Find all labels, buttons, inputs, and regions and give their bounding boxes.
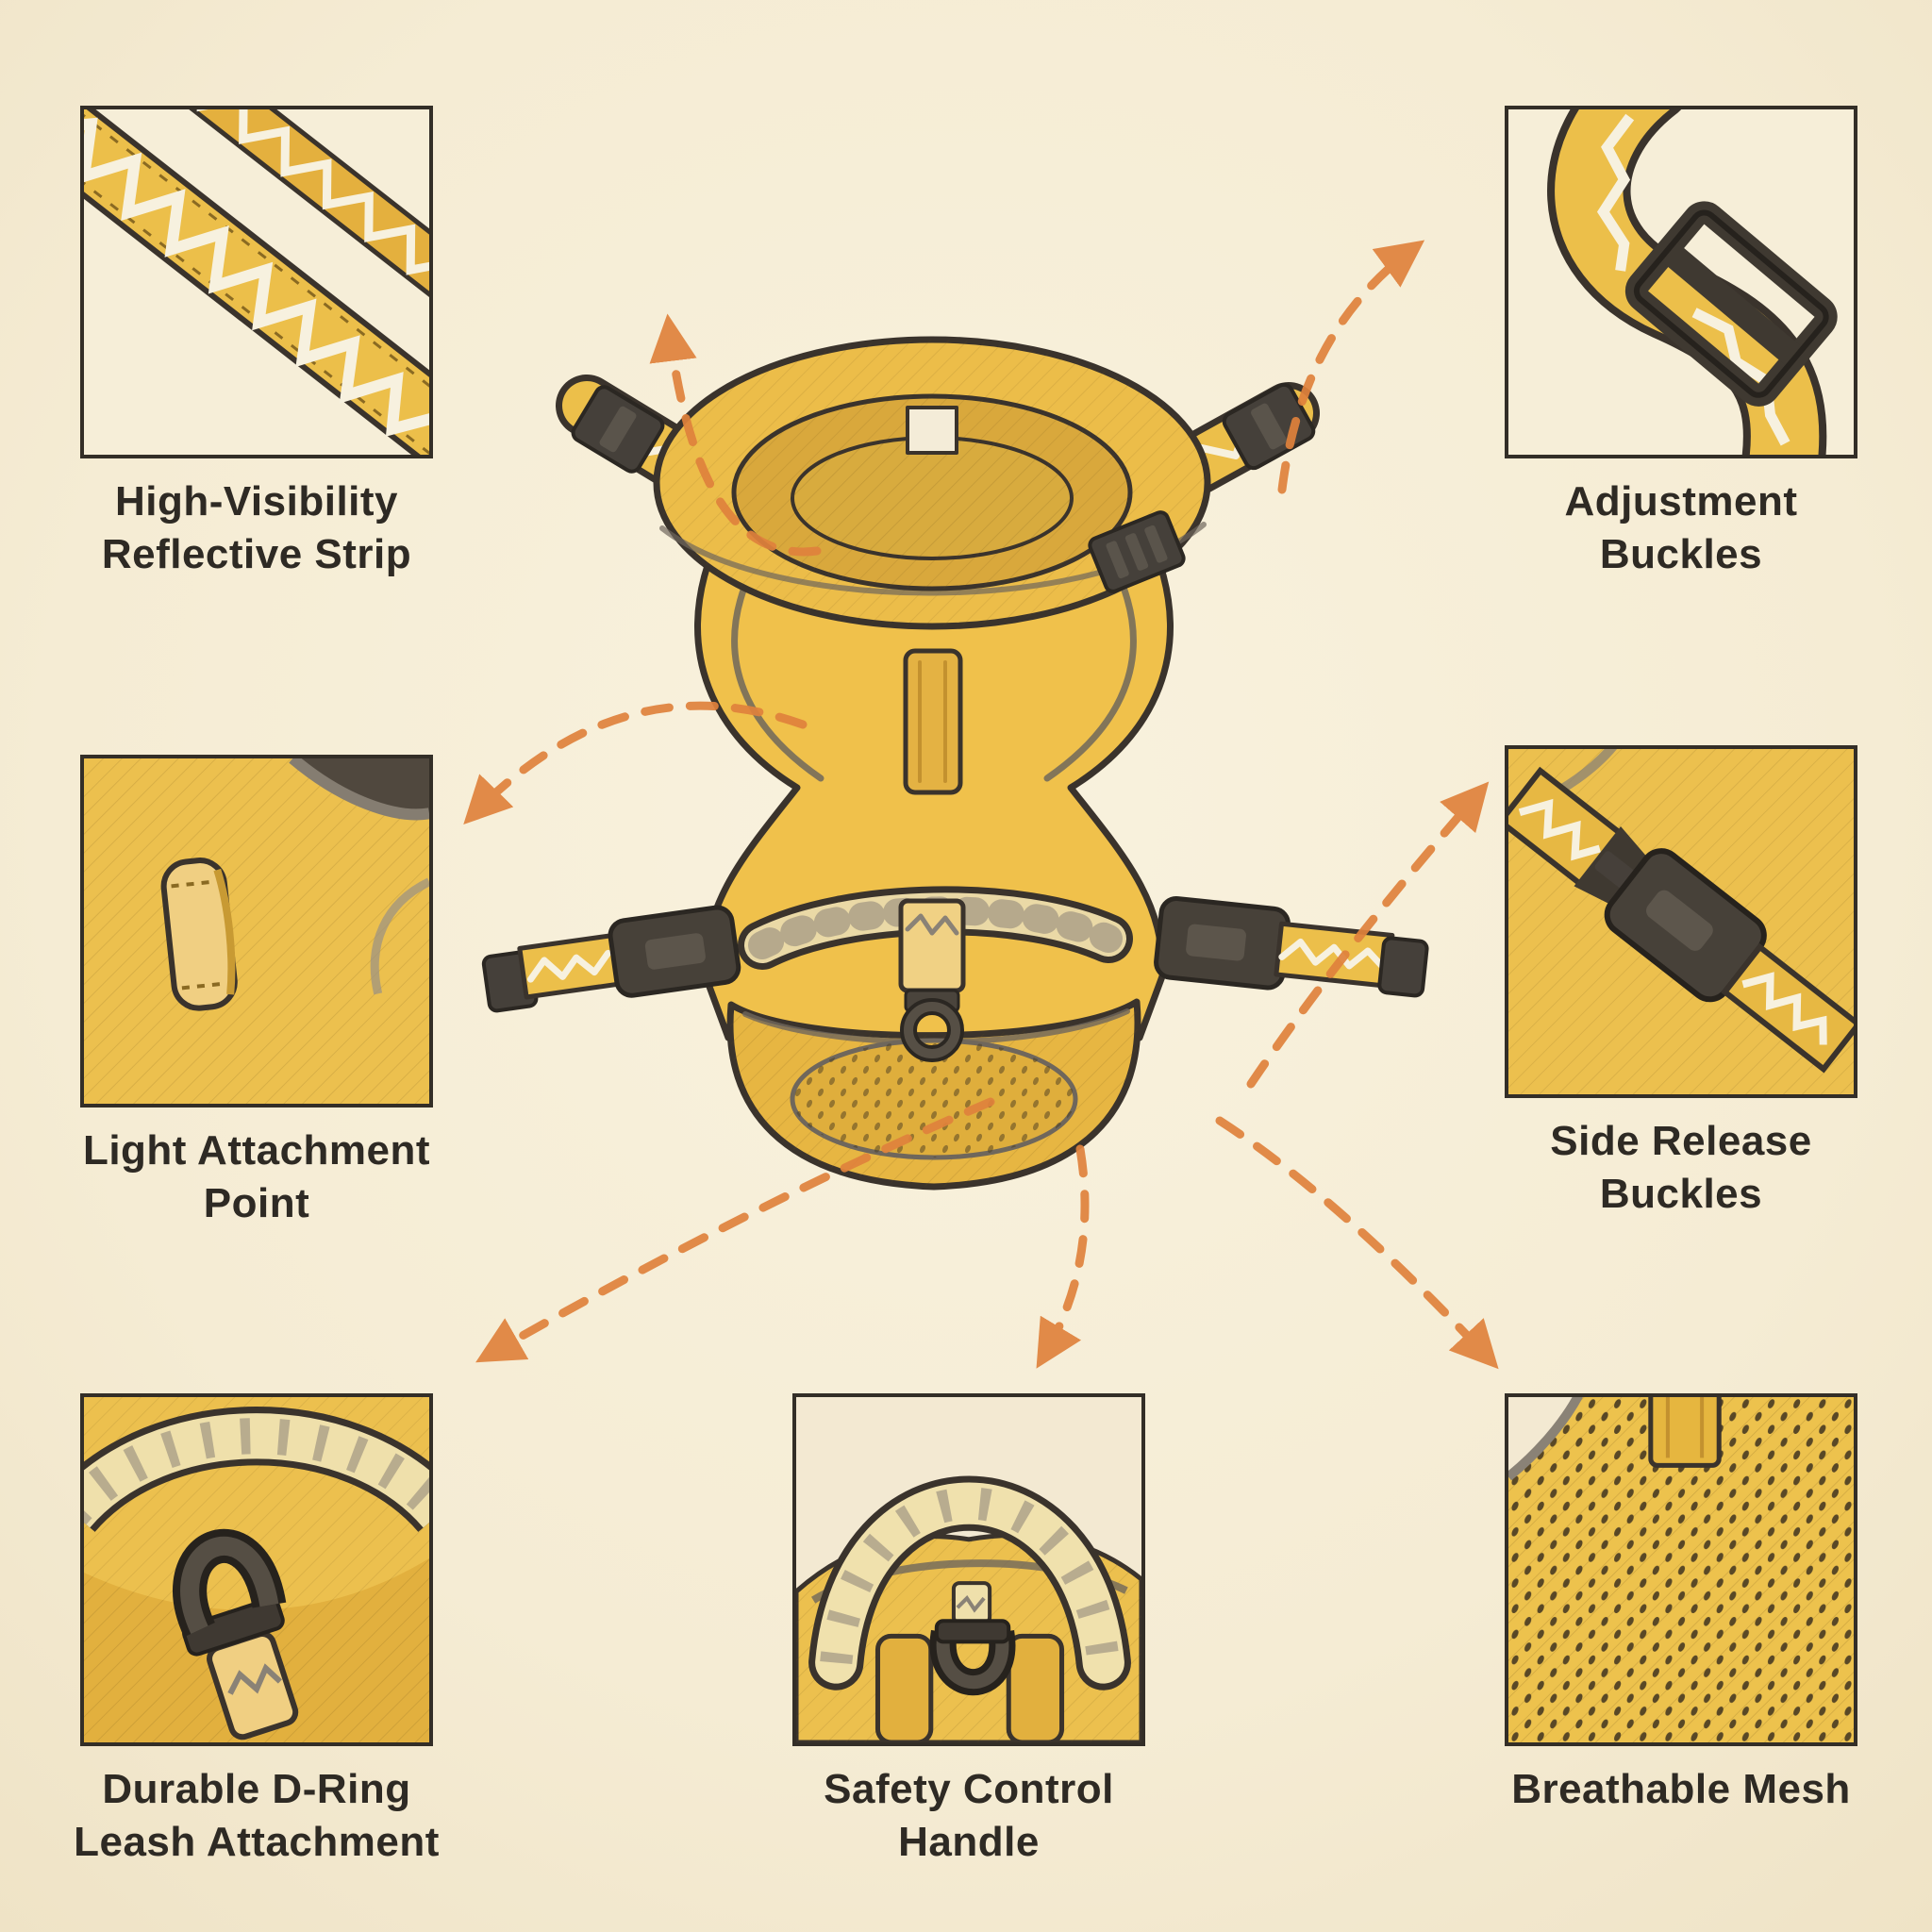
callout-d-ring: Durable D-Ring Leash Attachment — [74, 1393, 439, 1865]
callout-breathable-mesh: Breathable Mesh — [1505, 1393, 1857, 1812]
light-attachment-label: Light Attachment Point — [82, 1127, 431, 1227]
arrow-to-light-attachment-point — [463, 701, 808, 825]
chest-adjuster-icon — [1088, 510, 1186, 593]
light-attachment-thumbnail — [84, 758, 429, 1104]
callout-side-release-buckles: Side Release Buckles — [1505, 745, 1857, 1217]
front-clip-tab-icon — [898, 898, 966, 993]
right-side-release-buckle-icon — [1154, 895, 1429, 998]
d-ring-thumbnail — [84, 1397, 429, 1742]
callout-reflective-strip: High-Visibility Reflective Strip — [80, 106, 433, 577]
d-ring-label: Durable D-Ring Leash Attachment — [74, 1766, 440, 1866]
reflective-strip-label: High-Visibility Reflective Strip — [101, 478, 412, 578]
adjustment-buckles-thumbnail — [1547, 109, 1838, 455]
safety-handle-label: Safety Control Handle — [824, 1766, 1114, 1866]
callout-arrows — [463, 240, 1499, 1370]
adjustment-buckles-label: Adjustment Buckles — [1564, 478, 1798, 578]
arrow-to-d-ring — [475, 1097, 995, 1363]
left-side-release-buckle-icon — [481, 905, 741, 1013]
arrow-to-mesh — [1215, 1116, 1499, 1370]
safety-handle-thumbnail — [796, 1397, 1141, 1742]
arrow-to-reflective-strip — [649, 313, 822, 557]
breathable-mesh-thumbnail — [1508, 1397, 1854, 1742]
callout-adjustment-buckles: Adjustment Buckles — [1505, 106, 1857, 577]
arrow-to-adjustment-buckles — [1277, 240, 1425, 494]
side-release-label: Side Release Buckles — [1550, 1118, 1812, 1218]
left-strap-buckle-icon — [571, 385, 665, 474]
arrow-to-side-release-buckles — [1246, 781, 1490, 1089]
callout-safety-handle: Safety Control Handle — [792, 1393, 1145, 1865]
callout-light-attachment-point: Light Attachment Point — [80, 755, 433, 1226]
reflective-strip-thumbnail — [84, 109, 429, 455]
collar-label-tab-icon — [906, 406, 958, 455]
arrow-to-handle — [1036, 1144, 1090, 1369]
side-release-thumbnail — [1508, 749, 1854, 1094]
center-webbing-icon — [903, 648, 963, 795]
breathable-mesh-label: Breathable Mesh — [1511, 1766, 1851, 1812]
